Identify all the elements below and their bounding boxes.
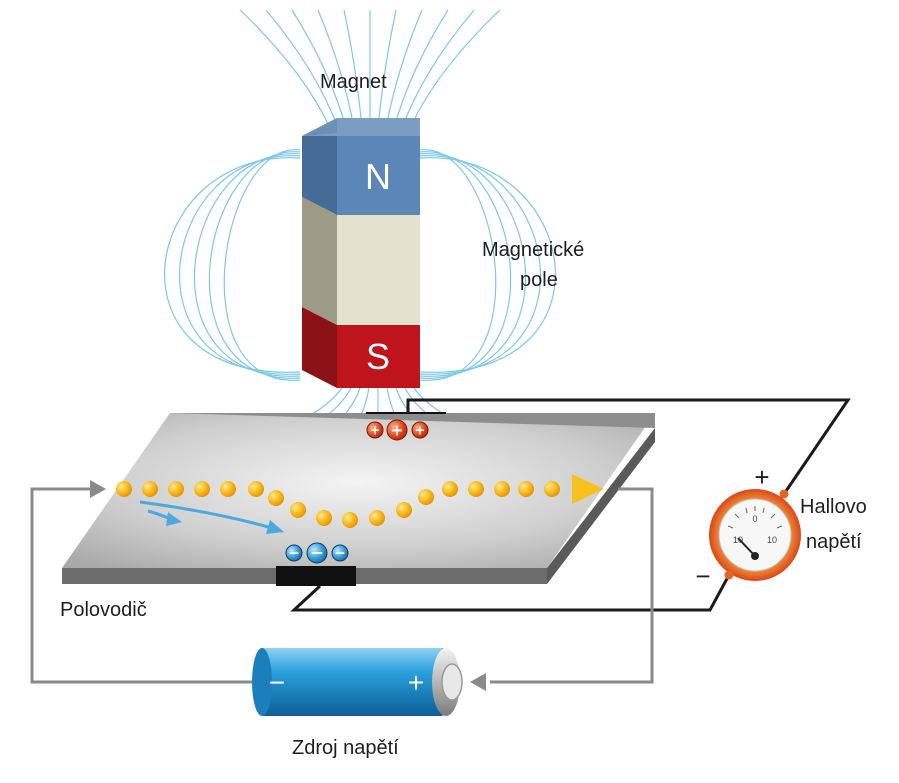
hall-wire-bottom (290, 574, 731, 612)
hall-voltage-label-line1: Hallovo (800, 496, 867, 518)
battery-minus-sign: − (269, 667, 285, 698)
field-line (193, 153, 301, 377)
field-line (208, 151, 301, 379)
electron-dot (268, 490, 284, 506)
circuit-wire-right (490, 487, 654, 684)
electron-dot (316, 510, 332, 526)
deflection-arrowhead-1 (166, 512, 182, 526)
negative-charges: − − − (285, 542, 349, 564)
hall-voltage-label-line2: napětí (806, 531, 862, 553)
electron-dot (142, 481, 158, 497)
electron-dot (248, 481, 264, 497)
field-line (419, 157, 556, 373)
magnetic-field-label-line2: pole (520, 269, 558, 291)
electron-dot (220, 481, 236, 497)
field-line (401, 9, 475, 129)
meter-plus-sign: + (754, 462, 769, 492)
electron-dot (194, 481, 210, 497)
south-pole-label: S (366, 336, 390, 377)
meter-scale-left: 10 (733, 535, 743, 545)
electron-path (116, 481, 560, 528)
circuit-wire-left (30, 487, 252, 684)
electron-dot (544, 481, 560, 497)
electron-dot (494, 481, 510, 497)
field-line (239, 9, 331, 129)
electron-dot (468, 481, 484, 497)
electron-dot (168, 481, 184, 497)
electron-dot (396, 502, 412, 518)
magnet-label: Magnet (320, 71, 387, 93)
magnet-north-pole (337, 136, 420, 215)
negative-charge-sign: − (310, 544, 324, 564)
negative-charge-sign: − (334, 546, 346, 562)
meter-scale-right: 10 (767, 535, 777, 545)
field-line (223, 149, 301, 381)
electron-dot (290, 502, 306, 518)
field-line (291, 9, 347, 129)
battery-plus-sign: + (408, 667, 424, 698)
electron-dot (369, 510, 385, 526)
field-line (419, 149, 497, 381)
circuit-arrow-right (470, 673, 486, 691)
voltage-source-label: Zdroj napětí (292, 737, 399, 759)
meter-scale-mid: 0 (752, 514, 757, 524)
meter-needle (737, 537, 756, 557)
field-line (164, 157, 301, 373)
positive-charge-sign: + (390, 421, 403, 440)
field-line (265, 9, 339, 129)
electron-dot (116, 481, 132, 497)
magnetic-field-label-line1: Magnetické (482, 239, 585, 261)
electron-dot (342, 512, 358, 528)
field-line (317, 9, 355, 129)
positive-charge-sign: + (415, 424, 426, 439)
circuit-arrow-left (90, 480, 106, 498)
electron-dot (442, 481, 458, 497)
electron-dot (518, 481, 534, 497)
deflection-arrowhead-2 (266, 520, 284, 534)
semiconductor-label: Polovodič (60, 599, 147, 621)
meter-minus-sign: − (695, 561, 710, 591)
positive-charge-sign: + (370, 424, 381, 439)
field-line (393, 9, 449, 129)
field-line (419, 151, 512, 379)
field-line (377, 9, 397, 129)
bar-magnet: N S (302, 118, 420, 388)
magnet-south-pole (337, 325, 420, 388)
semiconductor-plate (62, 413, 655, 584)
positive-charges: + + + (366, 419, 429, 441)
field-line (419, 153, 527, 377)
field-line (343, 9, 363, 129)
electron-direction-arrow (572, 474, 604, 504)
electron-dot (418, 489, 434, 505)
field-line (419, 155, 542, 375)
hall-wire-top (406, 398, 851, 495)
field-line (385, 9, 423, 129)
battery: − + (252, 648, 463, 716)
field-line (409, 9, 501, 129)
magnet-middle (337, 215, 420, 325)
negative-charge-sign: − (288, 546, 300, 562)
field-line (178, 155, 301, 375)
north-pole-label: N (365, 156, 391, 197)
hall-voltmeter: 10 0 10 (709, 489, 801, 581)
bottom-contact-pad (276, 566, 356, 586)
